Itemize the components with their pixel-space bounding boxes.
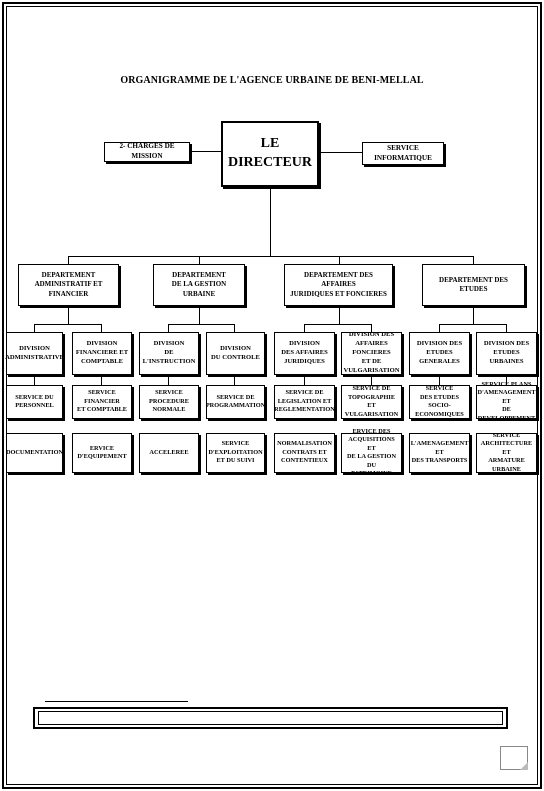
footer-bar-inner: [38, 711, 503, 725]
director-trunk: [270, 189, 271, 256]
service-connector: [371, 377, 372, 385]
division-box: DIVISION DU CONTROLE: [206, 332, 265, 375]
service-connector: [168, 377, 169, 385]
dept-stem: [339, 308, 340, 324]
service-connector: [439, 377, 440, 385]
division-drop: [168, 324, 169, 332]
service-informatique-box: SERVICE INFORMATIQUE: [362, 142, 444, 165]
division-drop: [234, 324, 235, 332]
service-connector: [506, 377, 507, 385]
service-box: SERVICE DE TOPOGRAPHIE ET VULGARISATION: [341, 385, 402, 419]
dept-drop: [473, 256, 474, 264]
footnote-separator: [45, 701, 188, 702]
dept-stem: [473, 308, 474, 324]
division-bus: [439, 324, 507, 325]
division-bus: [168, 324, 235, 325]
division-drop: [304, 324, 305, 332]
footer-bar: [33, 707, 508, 729]
staff-connector-left: [190, 151, 221, 152]
department-box: DEPARTEMENT ADMINISTRATIF ET FINANCIER: [18, 264, 119, 306]
service-box: ERVICE DES ACQUISITIONS ET DE LA GESTION…: [341, 428, 402, 477]
division-bus: [34, 324, 102, 325]
director-box: LE DIRECTEUR: [221, 121, 319, 187]
charges-de-mission-box: 2- CHARGES DE MISSION: [104, 142, 190, 162]
staff-connector-right: [319, 152, 362, 153]
service-box: SERVICE DES ETUDES SOCIO-ECONOMIQUES: [409, 385, 470, 419]
service-box: SERVICE PROCEDURE NORMALE: [139, 385, 199, 419]
department-bus: [68, 256, 474, 257]
service-box: ACCELEREE: [139, 433, 199, 473]
page-curl-icon: [500, 746, 528, 770]
service-connector: [234, 377, 235, 385]
division-box: DIVISION DES AFFAIRES JURIDIQUES: [274, 332, 335, 375]
service-box: NORMALISATION CONTRATS ET CONTENTIEUX: [274, 433, 335, 473]
division-box: DIVISION FINANCIERE ET COMPTABLE: [72, 332, 132, 375]
division-bus: [304, 324, 372, 325]
division-drop: [101, 324, 102, 332]
department-box: DEPARTEMENT DE LA GESTION URBAINE: [153, 264, 245, 306]
service-connector: [101, 377, 102, 385]
service-box: SERVICE DU PERSONNEL: [6, 385, 63, 419]
division-box: DIVISION DE L'INSTRUCTION: [139, 332, 199, 375]
service-box: SERVICE FINANCIER ET COMPTABLE: [72, 385, 132, 419]
chart-title: ORGANIGRAMME DE L'AGENCE URBAINE DE BENI…: [120, 75, 424, 86]
service-box: ERVICE D'EQUIPEMENT: [72, 433, 132, 473]
service-box: L'AMENAGEMENT ET DES TRANSPORTS: [409, 433, 470, 473]
division-drop: [34, 324, 35, 332]
service-box: DOCUMENTATION: [6, 433, 63, 473]
service-box: SERVICE DE PROGRAMMATION: [206, 385, 265, 419]
service-box: SERVICE ARCHITECTURE ET ARMATURE URBAINE: [476, 432, 537, 473]
division-drop: [506, 324, 507, 332]
division-box: DIVISION DES ETUDES URBAINES: [476, 332, 537, 375]
division-drop: [371, 324, 372, 332]
dept-drop: [339, 256, 340, 264]
dept-stem: [68, 308, 69, 324]
department-box: DEPARTEMENT DES AFFAIRES JURIDIQUES ET F…: [284, 264, 393, 306]
service-box: SERVICE DE LEGISLATION ET REGLEMENTATION: [274, 385, 335, 419]
service-box: SERVICE PLANS D'AMENAGEMENT ET DE DEVELO…: [476, 380, 537, 422]
division-drop: [439, 324, 440, 332]
service-connector: [304, 377, 305, 385]
department-box: DEPARTEMENT DES ETUDES: [422, 264, 525, 306]
division-box: DIVISION DES ETUDES GENERALES: [409, 332, 470, 375]
dept-drop: [68, 256, 69, 264]
division-box: DIVISION ADMINISTRATIVE: [5, 332, 64, 375]
division-box: DIVISION DES AFFAIRES FONCIERES ET DE VU…: [341, 331, 402, 375]
service-box: SERVICE D'EXPLOITATION ET DU SUIVI: [206, 433, 265, 473]
dept-drop: [199, 256, 200, 264]
service-connector: [34, 377, 35, 385]
dept-stem: [199, 308, 200, 324]
